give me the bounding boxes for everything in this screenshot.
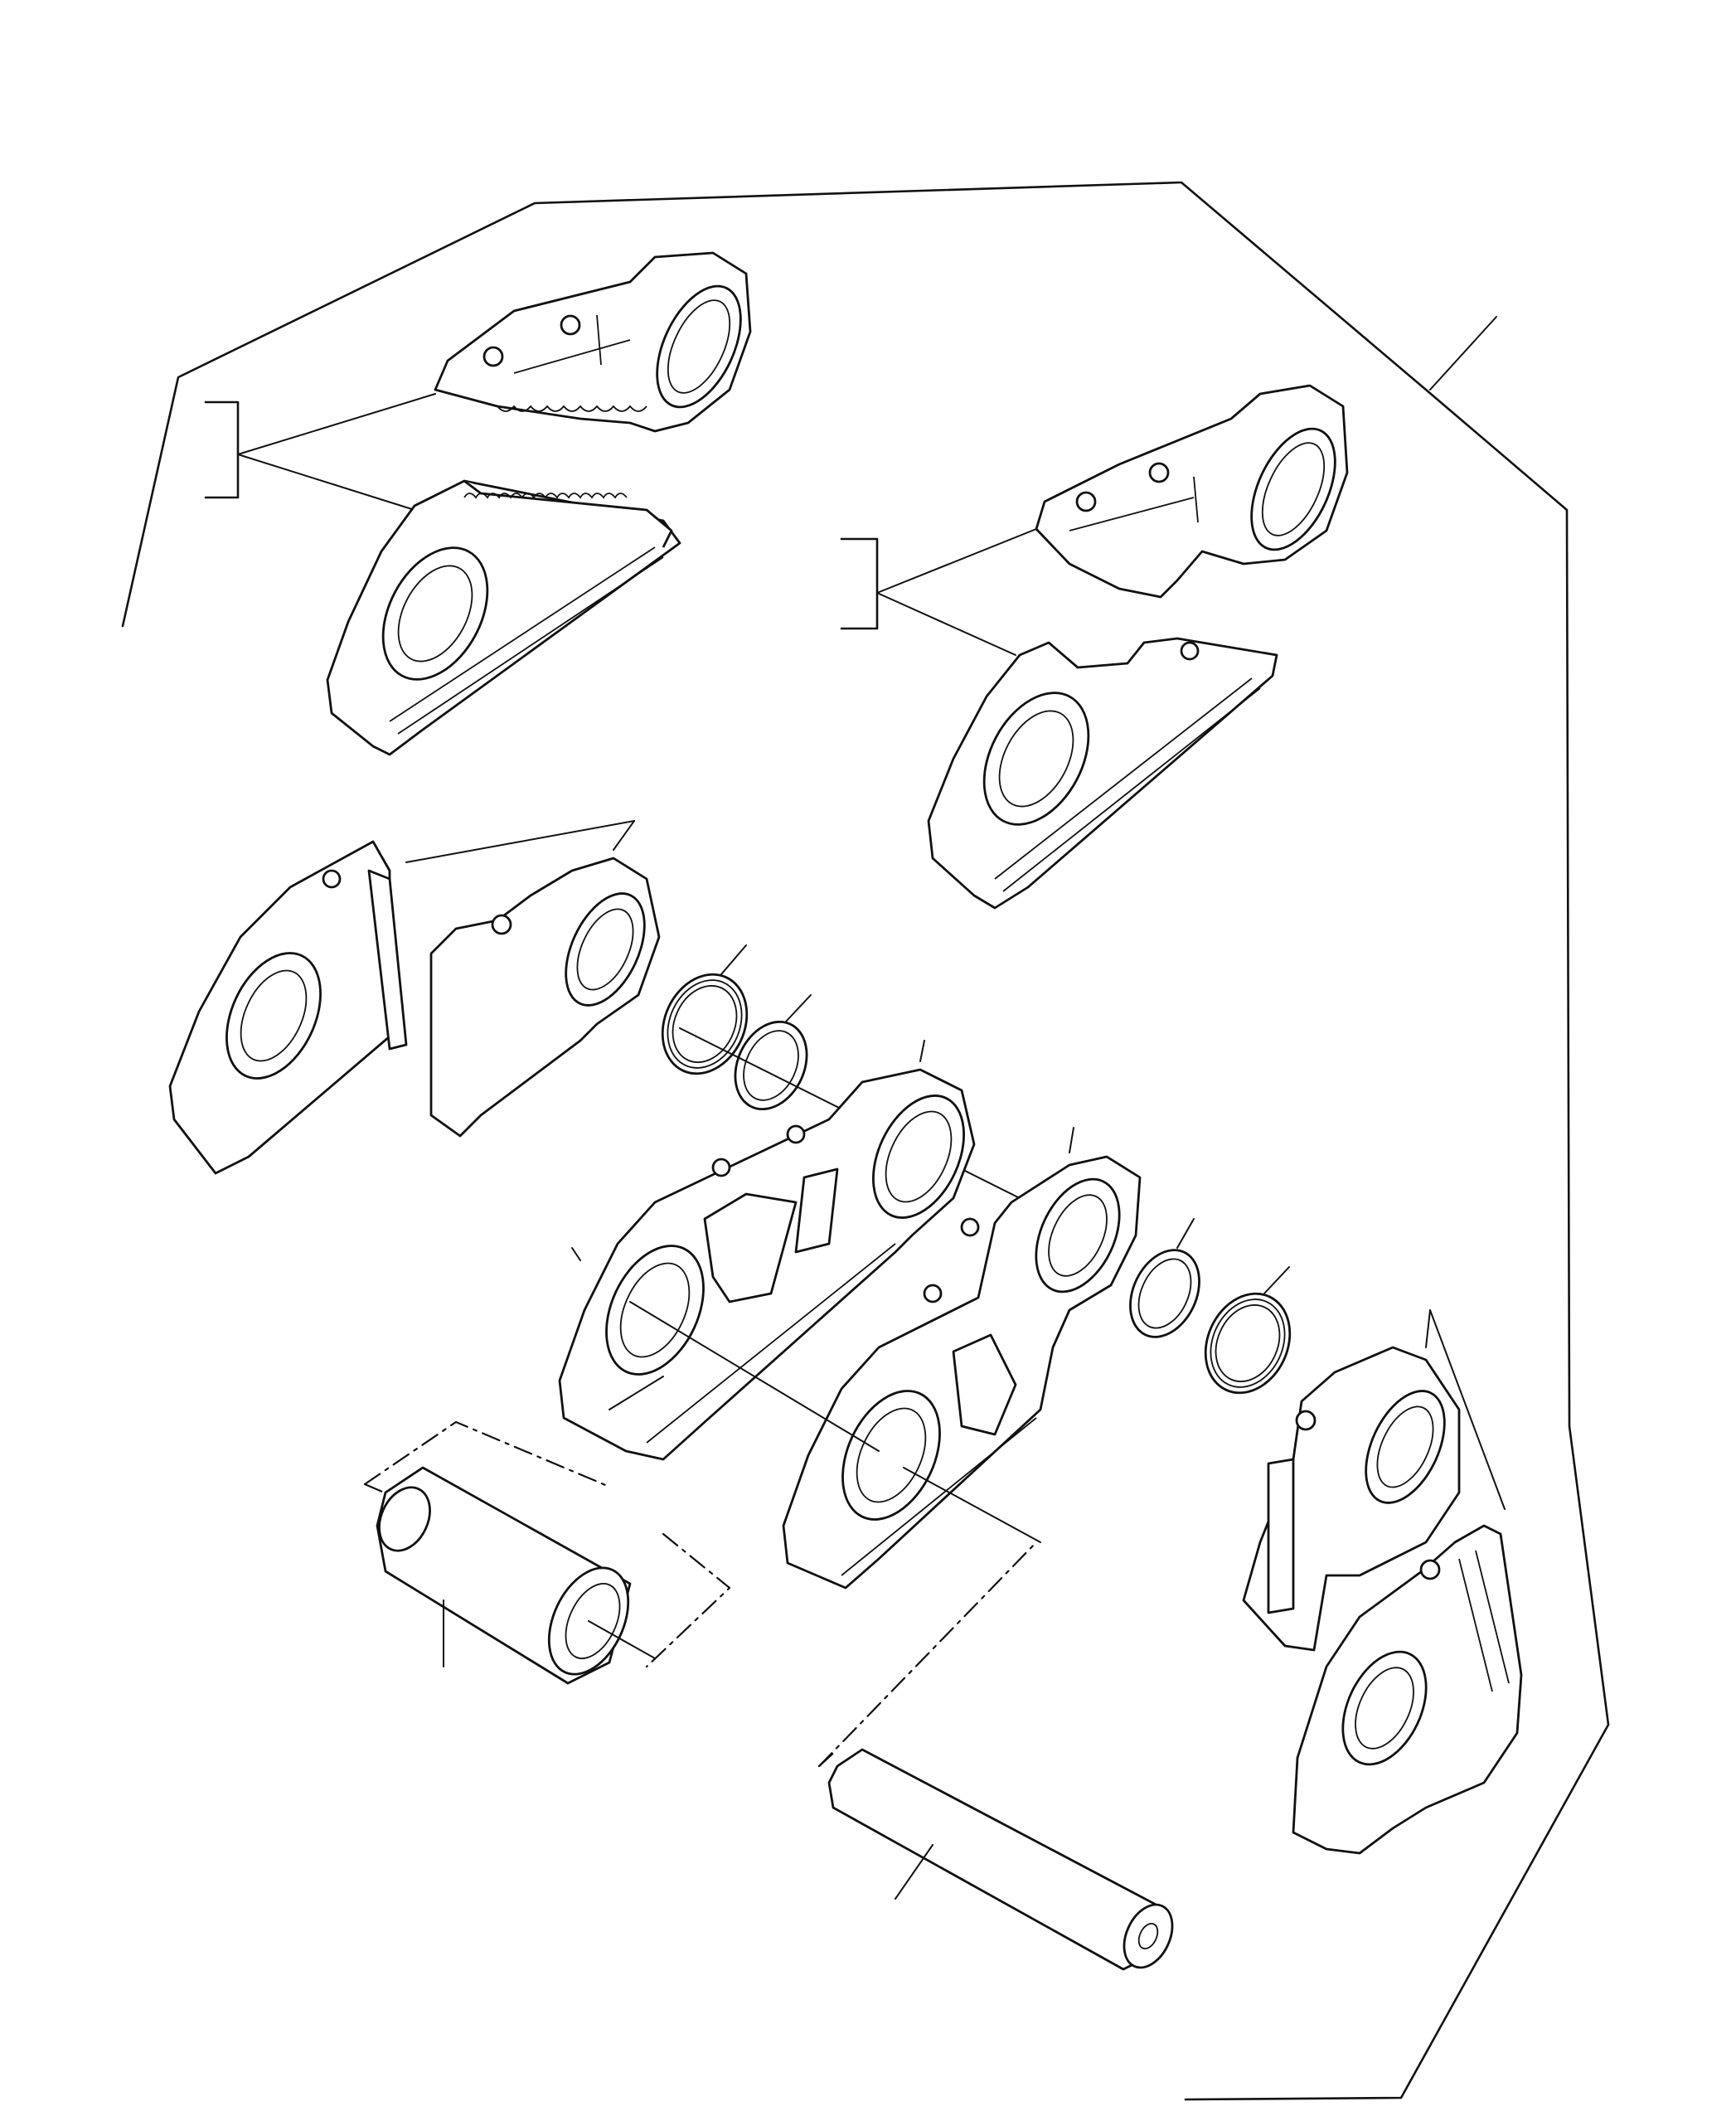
seal-ring-2 [734, 994, 812, 1111]
seal-ring-1 [661, 944, 749, 1075]
seal-ring-4 [1204, 1266, 1292, 1395]
pin-axis-lower [629, 1301, 880, 1452]
master-link-leader [405, 820, 635, 863]
track-link-upper-left [326, 479, 681, 756]
seal-ring-3 [1129, 1218, 1200, 1338]
track-link-lower-right [1292, 1524, 1523, 1855]
bracket-upper-left [204, 393, 436, 511]
master-link-right [1242, 1309, 1506, 1652]
bushing [363, 1376, 731, 1685]
track-link-upper-right [927, 637, 1278, 910]
grouser-shoe-upper-right [1035, 384, 1349, 599]
assembly-boundary [121, 181, 1610, 2101]
master-link-inner [429, 857, 661, 1138]
track-pin [817, 1541, 1174, 1971]
grouser-shoe-upper-left [434, 251, 752, 433]
track-link-center-right [782, 1127, 1142, 1590]
bracket-upper-right [840, 528, 1037, 656]
track-link-center-left [558, 1040, 976, 1461]
assembly-leader [1429, 316, 1497, 391]
master-link-left [168, 840, 408, 1175]
